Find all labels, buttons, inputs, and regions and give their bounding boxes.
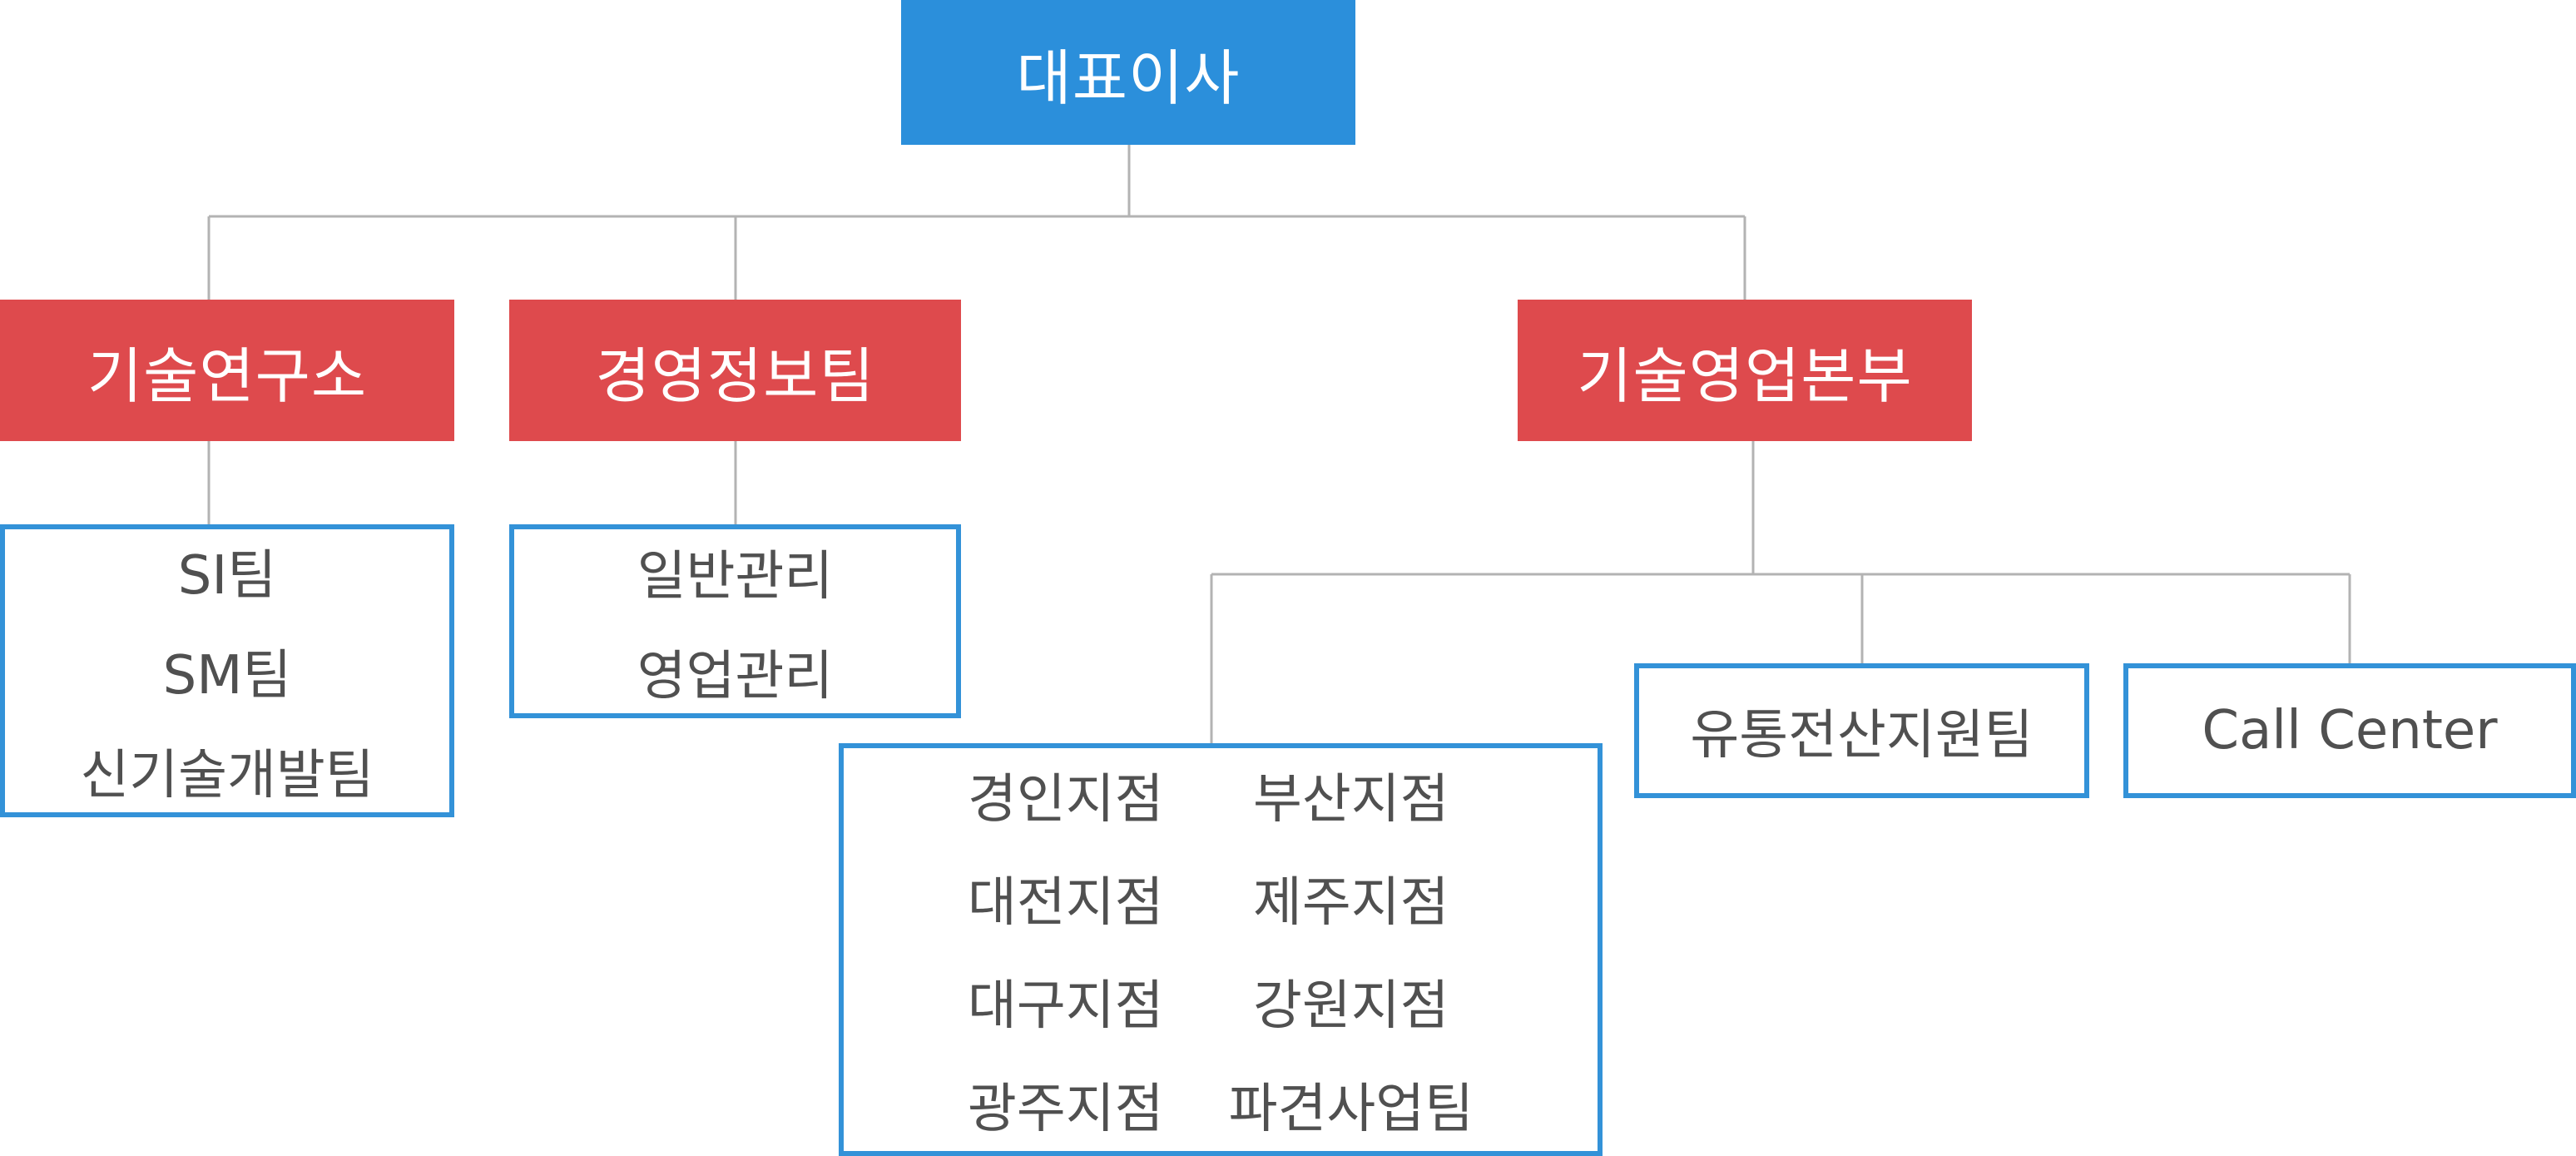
- call-center-label: Call Center: [2202, 700, 2498, 762]
- sales-division-label: 기술영업본부: [1577, 340, 1913, 411]
- branch-item: 대전지점: [968, 872, 1164, 934]
- branch-item: 부산지점: [1253, 769, 1449, 831]
- branch-item: 파견사업팀: [1228, 1079, 1474, 1140]
- mis-division-node: 경영정보팀: [509, 300, 961, 441]
- branch-item: 강원지점: [1253, 975, 1449, 1037]
- branch-item: 경인지점: [968, 769, 1164, 831]
- ceo-label: 대표이사: [1016, 42, 1241, 113]
- mis-division-label: 경영정보팀: [595, 340, 875, 411]
- branch-item: 제주지점: [1253, 872, 1449, 934]
- distribution-team-label: 유통전산지원팀: [1690, 705, 2034, 767]
- team-item: SI팀: [177, 545, 277, 607]
- lab-teams-box: SI팀 SM팀 신기술개발팀: [0, 524, 454, 817]
- ceo-node: 대표이사: [901, 0, 1355, 145]
- team-item: 일반관리: [637, 545, 834, 608]
- lab-division-node: 기술연구소: [0, 300, 454, 441]
- branch-item: 대구지점: [968, 975, 1164, 1037]
- branches-box: 경인지점 부산지점 대전지점 제주지점 대구지점 강원지점 광주지점 파견사업팀: [839, 743, 1603, 1156]
- team-item: 영업관리: [637, 645, 834, 707]
- team-item: SM팀: [162, 645, 292, 707]
- distribution-team-box: 유통전산지원팀: [1634, 663, 2089, 798]
- sales-division-node: 기술영업본부: [1518, 300, 1972, 441]
- team-item: 신기술개발팀: [80, 745, 374, 806]
- call-center-box: Call Center: [2123, 663, 2576, 798]
- mis-teams-box: 일반관리 영업관리: [509, 524, 961, 718]
- branch-item: 광주지점: [968, 1079, 1164, 1140]
- lab-division-label: 기술연구소: [87, 340, 368, 411]
